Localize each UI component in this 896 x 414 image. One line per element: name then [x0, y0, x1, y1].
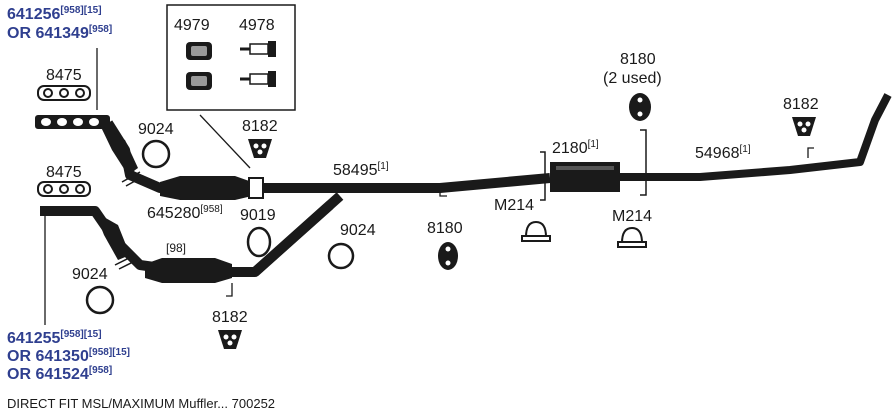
rubber-hanger-icon-upper [248, 139, 272, 158]
tailpipe [620, 93, 892, 181]
insulator-icon-upper [629, 93, 651, 121]
gasket-bottom-label: 8475 [46, 164, 82, 181]
ring-middle-label: 9024 [340, 222, 376, 239]
u-clamp-icon-left [521, 220, 551, 242]
crossover-pipe [251, 192, 344, 276]
leader-lines [44, 48, 814, 325]
ring-gasket-bottom-icon [85, 285, 115, 315]
hanger-upper-label: 8182 [242, 118, 278, 135]
ring-bottom-label: 9024 [72, 266, 108, 283]
insulator-upper-label: 8180 [620, 51, 656, 68]
hanger-right-label: 8182 [783, 96, 819, 113]
diagram-caption: DIRECT FIT MSL/MAXIMUM Muffler... 700252 [7, 396, 275, 411]
insulator-lower-label: 8180 [427, 220, 463, 237]
upper-catalytic-converter [160, 176, 252, 200]
ring-top-label: 9024 [138, 121, 174, 138]
muffler-label: 2180[1] [552, 139, 599, 157]
lower-pipe-ref-label: [98] [166, 241, 186, 255]
insulator-icon-lower [438, 242, 458, 270]
clamp-gasket-label: 9019 [240, 207, 276, 224]
gasket-bottom-icon [37, 181, 91, 197]
rear-pipe-part-primary: 641255[958][15] [7, 329, 102, 347]
lower-flex-pipe [95, 212, 130, 260]
insulator-upper-note: (2 used) [603, 70, 662, 87]
front-pipe-part-alternate: OR 641349[958] [7, 24, 112, 42]
gasket-top-icon [37, 85, 91, 101]
upper-flex-pipe [100, 125, 138, 175]
ring-gasket-middle-icon [327, 242, 355, 270]
hanger-bottom-label: 8182 [212, 309, 248, 326]
upper-exhaust-manifold [35, 115, 110, 129]
mid-pipe-label: 58495[1] [333, 161, 389, 179]
converter-flange-clamp [248, 177, 264, 199]
converter-label: 645280[958] [147, 204, 223, 222]
lower-catalytic-converter [145, 258, 232, 283]
lower-front-pipe [40, 201, 334, 277]
clamp-left-label: M214 [494, 197, 534, 214]
muffler-bracket-lines [540, 129, 647, 201]
rubber-hanger-icon-right [792, 117, 816, 136]
rubber-hanger-icon-bottom [218, 330, 242, 349]
nut-icon [186, 42, 212, 90]
gasket-top-label: 8475 [46, 67, 82, 84]
inset-label-right: 4978 [239, 17, 275, 34]
manifold-ports-upper [41, 118, 99, 126]
front-pipe-part-primary: 641256[958][15] [7, 5, 102, 23]
bolt-icon [240, 41, 276, 87]
clamp-gasket-icon [246, 226, 272, 258]
rear-pipe-part-alternate-2: OR 641524[958] [7, 365, 112, 383]
inset-label-left: 4979 [174, 17, 210, 34]
rear-pipe-part-alternate-1: OR 641350[958][15] [7, 347, 130, 365]
tailpipe-label: 54968[1] [695, 144, 751, 162]
pipe-joint-marks [114, 171, 337, 270]
muffler-highlight [556, 166, 614, 170]
ring-gasket-top-icon [141, 139, 171, 169]
u-clamp-icon-right [617, 226, 647, 248]
clamp-right-label: M214 [612, 208, 652, 225]
